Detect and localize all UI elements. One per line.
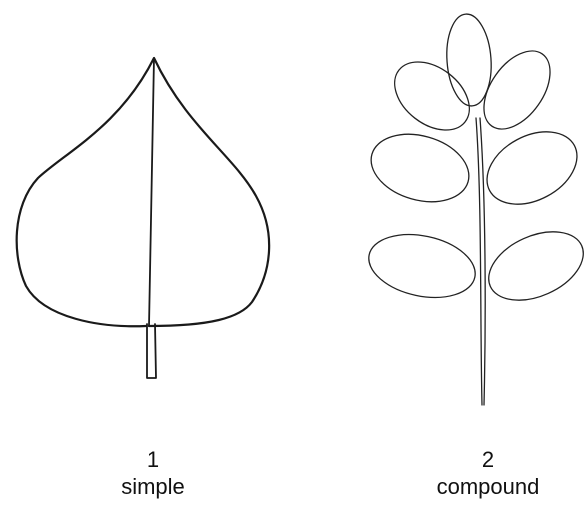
simple-leaf-number: 1 — [73, 446, 233, 473]
leaflet-middle-left — [363, 123, 477, 212]
compound-leaf-drawing — [363, 13, 586, 405]
simple-leaf-label: simple — [73, 473, 233, 500]
simple-leaf-petiole — [147, 324, 156, 378]
leaflet-upper-right — [470, 39, 563, 141]
simple-leaf-midrib — [149, 58, 154, 326]
compound-leaf-caption: 2 compound — [408, 446, 568, 500]
leaflet-middle-right — [475, 117, 586, 219]
leaflet-upper-left — [382, 48, 483, 144]
compound-leaf-rachis — [476, 118, 485, 405]
simple-leaf-blade — [17, 58, 269, 326]
leaflet-lower-left — [363, 225, 481, 306]
compound-leaf-number: 2 — [408, 446, 568, 473]
compound-leaf-label: compound — [408, 473, 568, 500]
leaflet-lower-right — [478, 218, 586, 313]
simple-leaf-drawing — [17, 58, 269, 378]
simple-leaf-caption: 1 simple — [73, 446, 233, 500]
